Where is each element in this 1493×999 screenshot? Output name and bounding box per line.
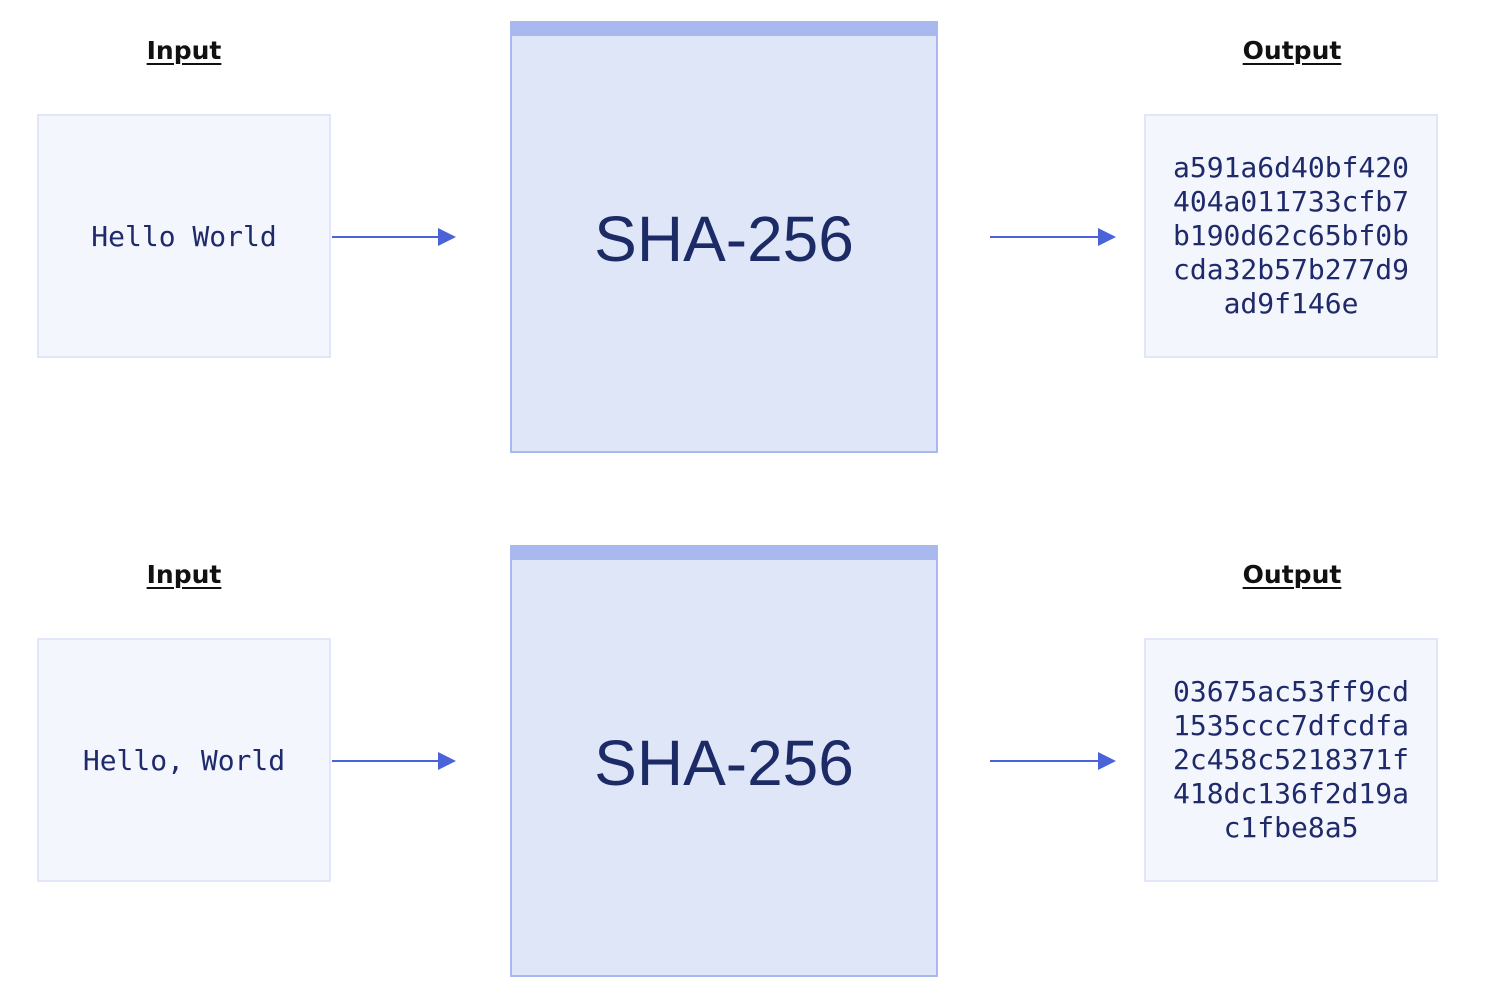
hash-function-box: SHA-256 [510, 545, 938, 977]
input-heading: Input [146, 36, 222, 65]
hash-box-header-bar [510, 545, 938, 560]
output-box: a591a6d40bf420404a011733cfb7b190d62c65bf… [1144, 114, 1438, 358]
output-hash: 03675ac53ff9cd1535ccc7dfcdfa2c458c521837… [1172, 675, 1409, 844]
hash-box-header-bar [510, 21, 938, 36]
output-hash: a591a6d40bf420404a011733cfb7b190d62c65bf… [1172, 151, 1409, 320]
algorithm-label: SHA-256 [594, 727, 854, 799]
input-text: Hello, World [82, 743, 286, 777]
output-heading: Output [1242, 36, 1342, 65]
input-text: Hello World [91, 219, 277, 253]
arrow-right-icon [332, 752, 456, 770]
hash-function-box: SHA-256 [510, 21, 938, 453]
arrow-right-icon [990, 228, 1116, 246]
input-box: Hello, World [37, 638, 331, 882]
hash-example-2: Input Output Hello, World SHA-256 03675a… [0, 524, 1493, 994]
hash-example-1: Input Output Hello World SHA-256 a591a6d… [0, 0, 1493, 470]
input-box: Hello World [37, 114, 331, 358]
output-heading: Output [1242, 560, 1342, 589]
arrow-right-icon [332, 228, 456, 246]
arrow-right-icon [990, 752, 1116, 770]
input-heading: Input [146, 560, 222, 589]
output-box: 03675ac53ff9cd1535ccc7dfcdfa2c458c521837… [1144, 638, 1438, 882]
algorithm-label: SHA-256 [594, 203, 854, 275]
